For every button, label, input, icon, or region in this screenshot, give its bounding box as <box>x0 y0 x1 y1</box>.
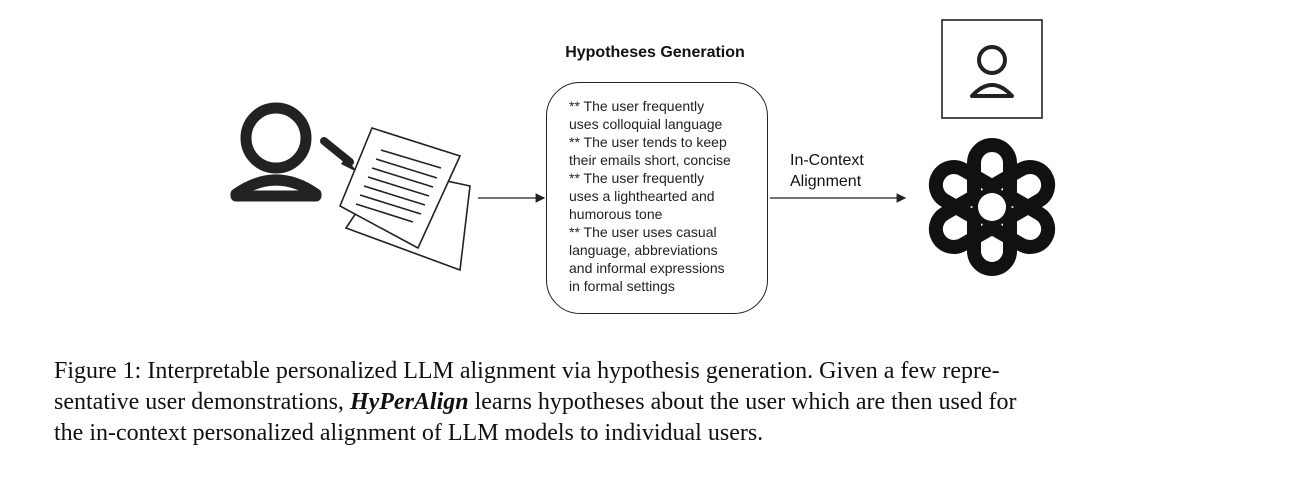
hypothesis-line: in formal settings <box>569 278 675 294</box>
hypotheses-box: ** The user frequently uses colloquial l… <box>546 82 768 314</box>
user-icon <box>230 102 322 202</box>
hypothesis-line: language, abbreviations <box>569 242 718 258</box>
caption-text: learns hypotheses about the user which a… <box>468 389 1017 415</box>
user-box-icon <box>941 19 1043 119</box>
hypothesis-line: ** The user frequently <box>569 98 705 114</box>
caption-line: sentative user demonstrations, HyPerAlig… <box>54 387 1254 418</box>
hypotheses-title: Hypotheses Generation <box>565 44 745 61</box>
figure-caption: Figure 1: Interpretable personalized LLM… <box>54 356 1254 449</box>
hypothesis-line: uses colloquial language <box>569 116 723 132</box>
in-context-alignment-label: In-Context Alignment <box>790 150 890 192</box>
hypothesis-line: and informal expressions <box>569 260 725 276</box>
hypothesis-line: uses a lighthearted and <box>569 188 715 204</box>
arrow-label-line: Alignment <box>790 173 862 190</box>
caption-line: Figure 1: Interpretable personalized LLM… <box>54 358 1000 384</box>
caption-line: the in-context personalized alignment of… <box>54 420 764 446</box>
hypothesis-line: humorous tone <box>569 206 663 222</box>
hypothesis-line: ** The user frequently <box>569 170 705 186</box>
hypothesis-line: ** The user tends to keep <box>569 134 727 150</box>
method-name: HyPerAlign <box>349 389 469 415</box>
hypothesis-line: their emails short, concise <box>569 152 731 168</box>
arrow-label-line: In-Context <box>790 152 864 169</box>
pencil-icon <box>320 137 357 172</box>
hypothesis-line: ** The user uses casual <box>569 224 717 240</box>
caption-text: sentative user demonstrations, <box>54 389 350 415</box>
documents-icon <box>338 127 471 272</box>
openai-logo-icon <box>928 138 1056 276</box>
